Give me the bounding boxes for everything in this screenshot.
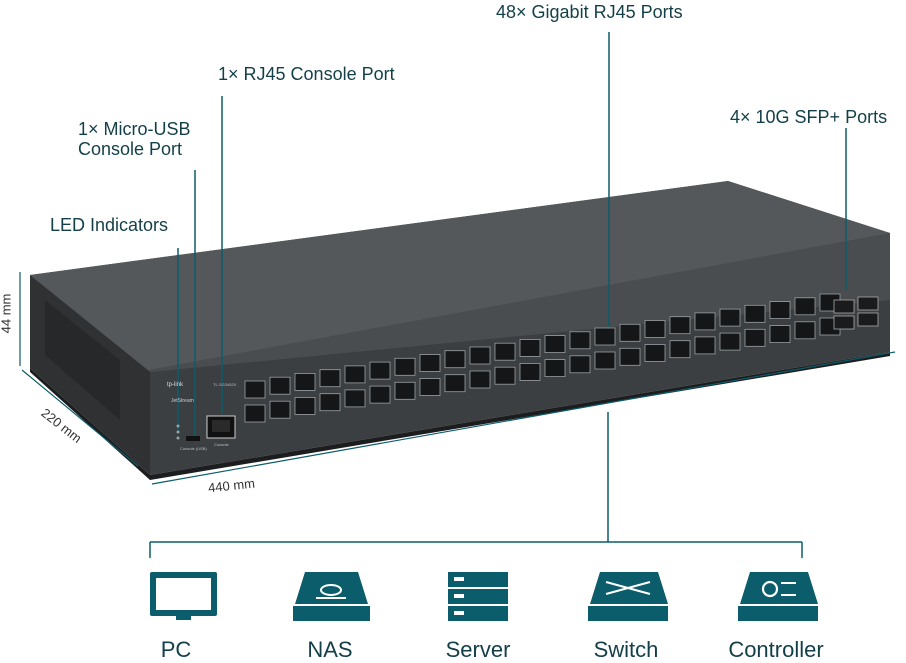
rj45-port (444, 374, 466, 393)
nas-icon (293, 572, 370, 621)
rj45-port (394, 357, 416, 376)
rj45-port (544, 359, 566, 378)
callout-led: LED Indicators (50, 215, 169, 235)
rj45-port (394, 381, 416, 400)
rj45-port (694, 336, 716, 355)
rj45-port (669, 316, 691, 335)
switch-icon (588, 572, 668, 621)
sfp-port-grid (833, 296, 879, 330)
rj45-port (494, 366, 516, 385)
callout-micro-usb-line2: Console Port (78, 139, 183, 159)
rj45-port (369, 385, 391, 404)
callout-sfp-ports: 4× 10G SFP+ Ports (730, 107, 888, 127)
rj45-port (769, 301, 791, 320)
monitor-icon (150, 572, 217, 620)
rj45-port (769, 325, 791, 344)
rj45-port (269, 376, 291, 395)
console-label: Console (214, 442, 229, 447)
rj45-port (644, 320, 666, 338)
rj45-port (469, 370, 491, 389)
device-label-nas: NAS (307, 637, 353, 662)
rj45-port (744, 328, 766, 347)
device-label-switch: Switch (593, 637, 659, 662)
rj45-port (319, 393, 341, 412)
callout-rj45-ports: 48× Gigabit RJ45 Ports (496, 2, 683, 22)
rj45-port (494, 342, 516, 361)
rj45-port (719, 308, 741, 327)
rj45-port (344, 389, 366, 408)
rj45-port (594, 327, 616, 346)
callout-micro-usb-line1: 1× Micro-USB (78, 119, 191, 139)
device-label-controller: Controller (728, 637, 824, 662)
console-usb-label: Console (USB) (180, 446, 207, 451)
rj45-port (569, 331, 591, 350)
device-label-server: Server (445, 637, 511, 662)
rj45-port (794, 321, 816, 340)
rj45-port (294, 372, 316, 391)
rj45-port (244, 404, 266, 423)
brand-logo: tp-link (167, 382, 184, 388)
rj45-port (444, 350, 466, 369)
rj45-port (694, 312, 716, 331)
rj45-port-grid (244, 293, 841, 423)
model-label: TL-SG3452X (213, 382, 237, 387)
controller-icon (738, 572, 818, 621)
rj45-port (419, 378, 441, 396)
callout-console-rj45: 1× RJ45 Console Port (218, 64, 395, 84)
rj45-port (294, 396, 316, 415)
rj45-port (469, 346, 491, 365)
rj45-port (794, 297, 816, 316)
rj45-port (369, 361, 391, 380)
sfp-port (857, 312, 879, 327)
rj45-port (519, 338, 541, 357)
rj45-port (544, 335, 566, 354)
rj45-port (269, 400, 291, 419)
rj45-port (644, 344, 666, 362)
sfp-port (833, 315, 855, 330)
series-label: JetStream (171, 398, 194, 404)
sfp-port (833, 299, 855, 314)
rj45-port (744, 304, 766, 323)
rj45-port (719, 332, 741, 351)
rj45-port (419, 354, 441, 372)
rj45-port (569, 355, 591, 374)
rj45-port (594, 351, 616, 370)
micro-usb-port (186, 436, 200, 441)
sfp-port (857, 296, 879, 311)
server-icon (448, 572, 508, 621)
rj45-port (619, 323, 641, 342)
rj45-port (519, 362, 541, 381)
rj45-port (319, 369, 341, 388)
device-label-pc: PC (160, 637, 192, 662)
rj45-port (619, 347, 641, 366)
rj45-port (344, 365, 366, 384)
rj45-port (669, 340, 691, 359)
rj45-port (244, 380, 266, 399)
